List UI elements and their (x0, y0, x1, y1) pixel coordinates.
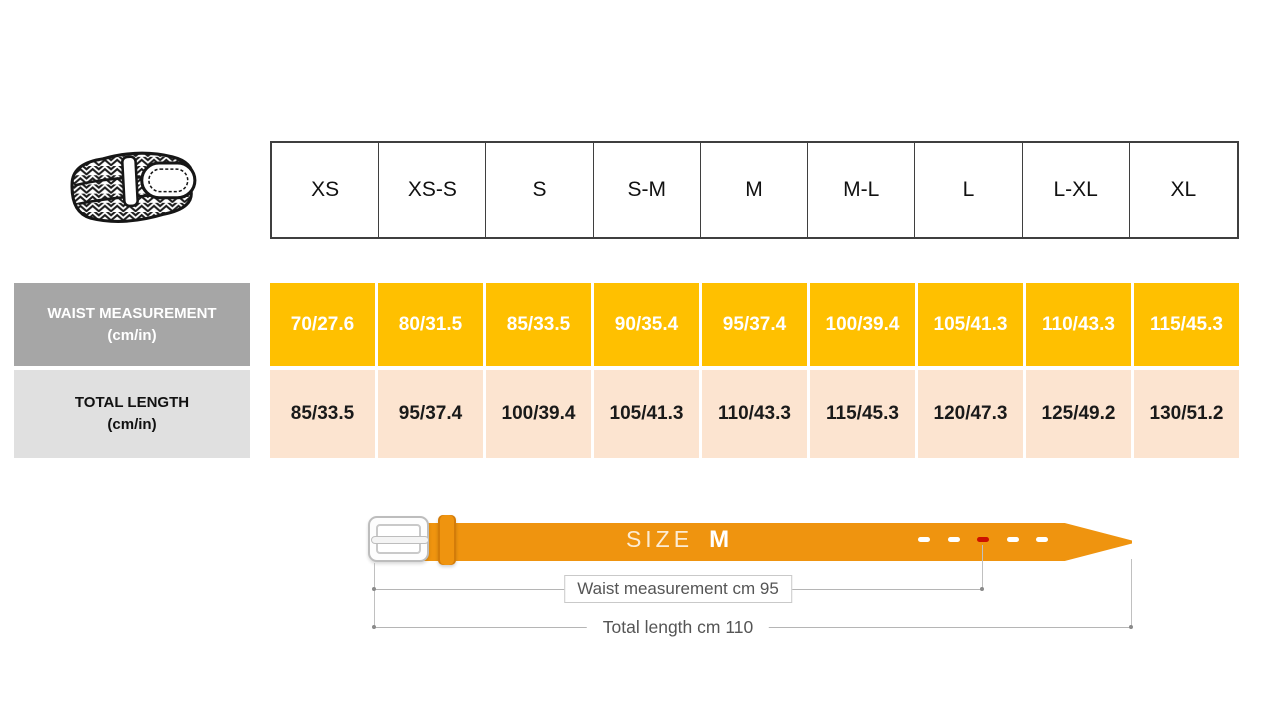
waist-value-cell: 80/31.5 (378, 283, 483, 366)
length-value-cell: 115/45.3 (810, 370, 915, 458)
length-value-cell: 95/37.4 (378, 370, 483, 458)
waist-measurement-row-label: WAIST MEASUREMENT (cm/in) (14, 283, 250, 366)
waist-measurement-values-row: 70/27.6 80/31.5 85/33.5 90/35.4 95/37.4 … (270, 283, 1239, 366)
belt-size-label: SIZE M (478, 526, 878, 554)
tip-connector-line (1131, 559, 1132, 628)
measure-dot (1129, 625, 1133, 629)
row-label-unit: (cm/in) (107, 416, 157, 433)
total-length-values-row: 85/33.5 95/37.4 100/39.4 105/41.3 110/43… (270, 370, 1239, 458)
buckle-connector-line (374, 563, 375, 628)
size-header-cell: L (915, 143, 1023, 237)
waist-value-cell: 85/33.5 (486, 283, 591, 366)
measure-dot (980, 587, 984, 591)
size-header-cell: XS-S (379, 143, 487, 237)
waist-value-cell: 105/41.3 (918, 283, 1023, 366)
size-header-cell: XS (272, 143, 380, 237)
size-header-cell: S (486, 143, 594, 237)
size-header-cell: M-L (808, 143, 916, 237)
belt-strap-illustration (424, 523, 1132, 561)
total-length-annotation: Total length cm 110 (586, 615, 770, 640)
size-header-cell: L-XL (1023, 143, 1130, 237)
belt-keeper-loop (438, 515, 456, 565)
measure-dot (372, 625, 376, 629)
braided-belt-icon (62, 138, 200, 236)
waist-value-cell: 70/27.6 (270, 283, 375, 366)
belt-buckle-prong (371, 536, 429, 544)
length-value-cell: 85/33.5 (270, 370, 375, 458)
total-length-row-label: TOTAL LENGTH (cm/in) (14, 370, 250, 458)
waist-measurement-annotation: Waist measurement cm 95 (564, 575, 792, 603)
belt-hole (918, 537, 930, 542)
waist-value-cell: 115/45.3 (1134, 283, 1239, 366)
size-value: M (709, 526, 731, 553)
row-label-text: TOTAL LENGTH (74, 394, 190, 412)
length-value-cell: 110/43.3 (702, 370, 807, 458)
belt-hole (948, 537, 960, 542)
size-header-row: XS XS-S S S-M M M-L L L-XL XL (270, 141, 1239, 239)
row-label-text: WAIST MEASUREMENT (47, 304, 217, 322)
row-label-unit: (cm/in) (107, 326, 157, 344)
size-header-cell: M (701, 143, 809, 237)
hole-connector-line (982, 545, 983, 589)
size-header-cell: S-M (594, 143, 701, 237)
length-value-cell: 120/47.3 (918, 370, 1023, 458)
length-value-cell: 100/39.4 (486, 370, 591, 458)
length-value-cell: 125/49.2 (1026, 370, 1131, 458)
belt-hole (1036, 537, 1048, 542)
size-word: SIZE (625, 526, 694, 552)
belt-hole-selected (977, 537, 989, 542)
length-value-cell: 105/41.3 (594, 370, 699, 458)
size-header-cell: XL (1170, 178, 1197, 201)
waist-value-cell: 100/39.4 (810, 283, 915, 366)
waist-value-cell: 90/35.4 (594, 283, 699, 366)
waist-value-cell: 110/43.3 (1026, 283, 1131, 366)
length-value-cell: 130/51.2 (1134, 370, 1239, 458)
waist-value-cell: 95/37.4 (702, 283, 807, 366)
measure-dot (372, 587, 376, 591)
belt-hole (1007, 537, 1019, 542)
